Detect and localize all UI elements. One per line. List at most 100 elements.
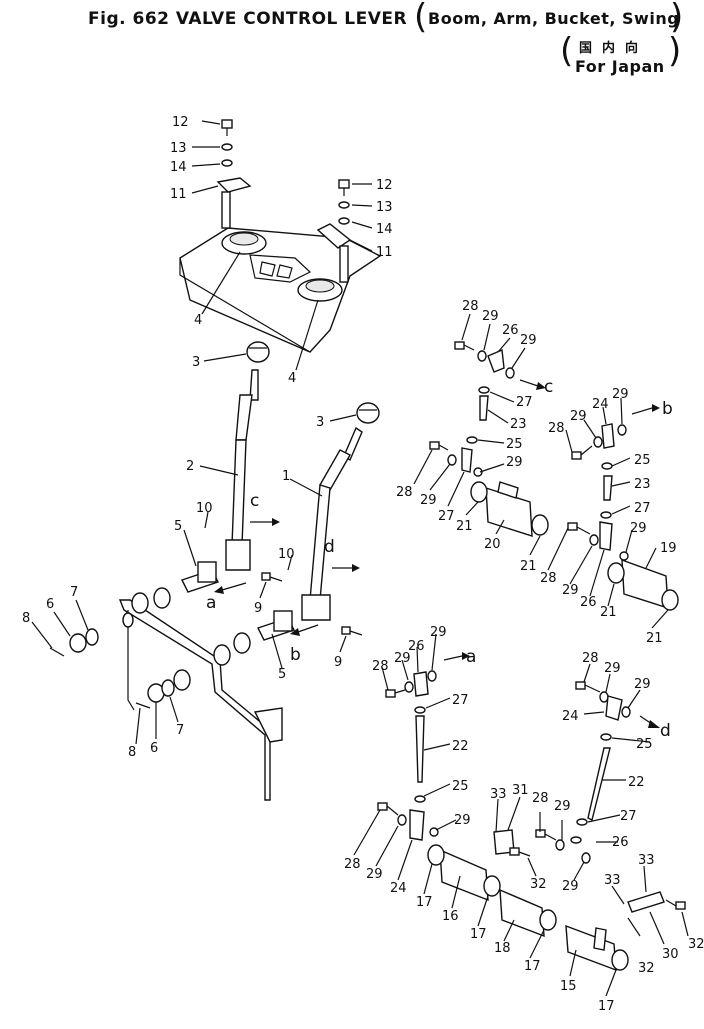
reference-letters: a a b b c c d d [206, 377, 673, 741]
callout-28: 28 [532, 791, 549, 806]
leader-lines [31, 120, 689, 997]
callout-labels: 12 13 14 11 12 13 14 11 4 4 3 3 2 1 10 1… [22, 115, 704, 1014]
lever-2 [225, 369, 259, 571]
linkage-upper-left [429, 341, 549, 537]
callout-29: 29 [612, 387, 629, 402]
callout-4: 4 [194, 313, 202, 328]
callout-33: 33 [638, 853, 655, 868]
callout-29: 29 [604, 661, 621, 676]
callout-17: 17 [416, 895, 433, 910]
figure-title: Fig. 662 VALVE CONTROL LEVER [88, 9, 408, 29]
callout-16: 16 [442, 909, 459, 924]
callout-14: 14 [170, 160, 187, 175]
ref-d: d [660, 721, 671, 741]
callout-31: 31 [512, 783, 529, 798]
callout-25: 25 [506, 437, 523, 452]
callout-28: 28 [462, 299, 479, 314]
callout-32: 32 [530, 877, 547, 892]
callout-21: 21 [646, 631, 663, 646]
callout-10: 10 [278, 547, 295, 562]
knob-3-right [356, 402, 380, 424]
lever-direction-arrows [214, 518, 360, 636]
callout-15: 15 [560, 979, 577, 994]
pins-5 [181, 561, 295, 641]
paren-open-1: ( [414, 0, 428, 37]
callout-21: 21 [600, 605, 617, 620]
hardware-12-14-right [338, 179, 350, 225]
callout-17: 17 [598, 999, 615, 1014]
callout-29: 29 [562, 583, 579, 598]
callout-13: 13 [376, 200, 393, 215]
callout-27: 27 [438, 509, 455, 524]
callout-26: 26 [580, 595, 597, 610]
lever-1 [301, 426, 363, 621]
paren-close-2: ) [668, 31, 682, 71]
bracket-11-left [216, 177, 252, 229]
callout-33: 33 [604, 873, 621, 888]
callout-29: 29 [520, 333, 537, 348]
callout-29: 29 [394, 651, 411, 666]
ref-b: b [290, 645, 301, 665]
callout-25: 25 [452, 779, 469, 794]
callout-29: 29 [454, 813, 471, 828]
callout-19: 19 [660, 541, 677, 556]
callout-17: 17 [470, 927, 487, 942]
ref-a: a [466, 647, 476, 667]
callout-33: 33 [490, 787, 507, 802]
bushings [122, 587, 251, 691]
linkage-lower-right [565, 681, 686, 972]
plate-bracket [118, 599, 283, 801]
callout-24: 24 [390, 881, 407, 896]
callout-27: 27 [452, 693, 469, 708]
linkage-upper-right [567, 404, 679, 611]
callout-17: 17 [524, 959, 541, 974]
callout-26: 26 [502, 323, 519, 338]
linkage-lower-left [377, 652, 565, 938]
callout-11: 11 [376, 245, 393, 260]
callout-3: 3 [316, 415, 324, 430]
callout-7: 7 [176, 723, 184, 738]
callout-23: 23 [634, 477, 651, 492]
callout-29: 29 [570, 409, 587, 424]
callout-29: 29 [634, 677, 651, 692]
callout-26: 26 [612, 835, 629, 850]
bolts-9 [261, 572, 363, 636]
callout-29: 29 [430, 625, 447, 640]
callout-20: 20 [484, 537, 501, 552]
callout-29: 29 [506, 455, 523, 470]
callout-28: 28 [540, 571, 557, 586]
hardware-12-14-left [221, 119, 233, 167]
knob-3-left [246, 341, 270, 363]
callout-24: 24 [562, 709, 579, 724]
callout-25: 25 [636, 737, 653, 752]
callout-32: 32 [688, 937, 704, 952]
paren-close-1: ) [670, 0, 684, 37]
callout-29: 29 [482, 309, 499, 324]
nuts-6-7 [49, 628, 175, 709]
callout-22: 22 [628, 775, 645, 790]
callout-7: 7 [70, 585, 78, 600]
callout-21: 21 [456, 519, 473, 534]
callout-30: 30 [662, 947, 679, 962]
callout-6: 6 [150, 741, 158, 756]
ref-c: c [250, 491, 259, 511]
callout-29: 29 [554, 799, 571, 814]
ref-c: c [544, 377, 553, 397]
callout-29: 29 [366, 867, 383, 882]
console-cover [179, 227, 382, 353]
callout-29: 29 [630, 521, 647, 536]
callout-3: 3 [192, 355, 200, 370]
ref-b: b [662, 399, 673, 419]
callout-5: 5 [278, 667, 286, 682]
callout-24: 24 [592, 397, 609, 412]
callout-12: 12 [172, 115, 189, 130]
paren-open-2: ( [560, 31, 574, 71]
callout-2: 2 [186, 459, 194, 474]
callout-28: 28 [372, 659, 389, 674]
callout-28: 28 [548, 421, 565, 436]
callout-28: 28 [344, 857, 361, 872]
callout-32: 32 [638, 961, 655, 976]
figure-subtitle: Boom, Arm, Bucket, Swing [428, 9, 680, 28]
callout-5: 5 [174, 519, 182, 534]
